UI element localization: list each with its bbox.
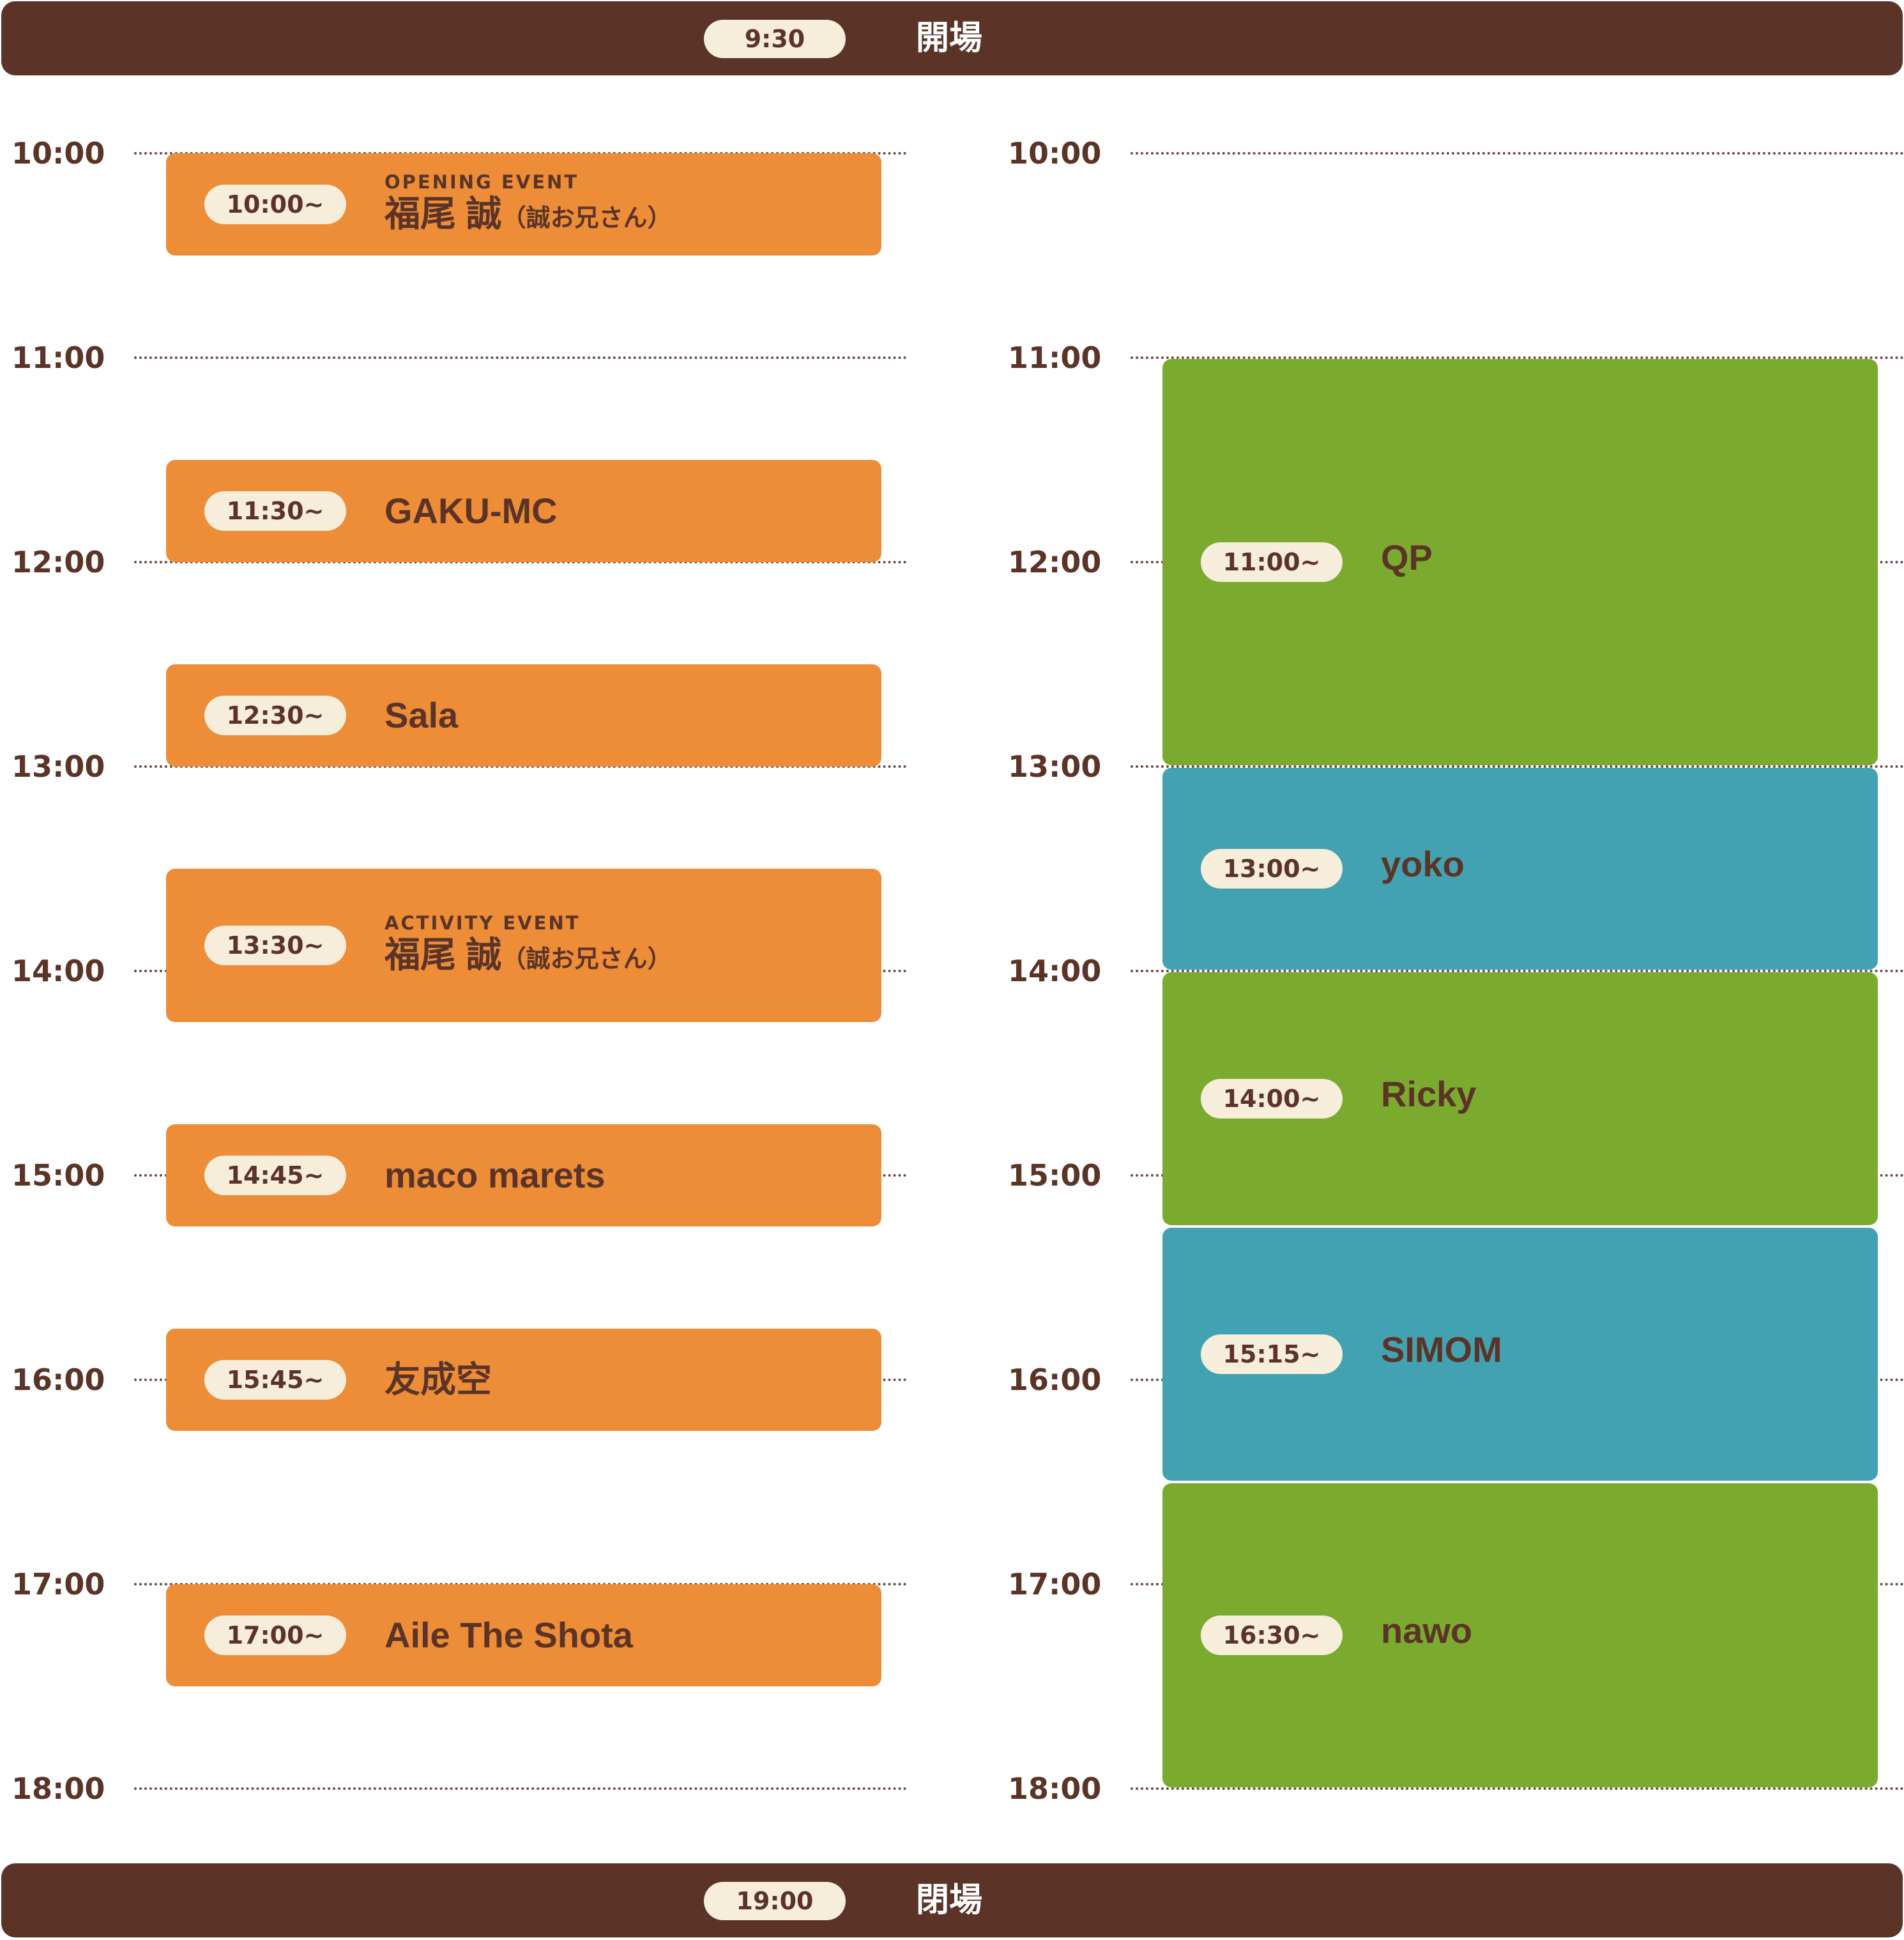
- hour-label: 16:00: [11, 1363, 105, 1397]
- hour-gridline: [1131, 356, 1904, 359]
- slot-text: QP: [1381, 537, 1433, 579]
- opening-bar: 9:30 開場: [1, 1, 1903, 75]
- slot-performer-name: Aile The Shota: [385, 1615, 633, 1655]
- closing-bar: 19:00 閉場: [1, 1863, 1903, 1937]
- slot-text: Sala: [385, 694, 458, 737]
- slot-time-pill: 16:30~: [1201, 1615, 1343, 1655]
- hour-label: 10:00: [1008, 136, 1102, 171]
- hour-label: 12:00: [11, 545, 105, 579]
- slot-performer-name: Sala: [385, 695, 459, 735]
- slot-performer-name: yoko: [1381, 844, 1465, 884]
- hour-gridline: [1131, 970, 1904, 972]
- hour-label: 14:00: [11, 954, 105, 988]
- hour-label: 17:00: [11, 1567, 105, 1601]
- hour-label: 18:00: [11, 1771, 105, 1806]
- stage-a-slot: 11:30~ GAKU-MC: [166, 460, 881, 562]
- slot-time-pill: 17:00~: [204, 1615, 346, 1655]
- hour-label: 15:00: [11, 1158, 105, 1193]
- slot-time-pill: 11:00~: [1201, 542, 1343, 582]
- stage-a-slot: 15:45~ 友成空: [166, 1329, 881, 1431]
- closing-time-pill: 19:00: [704, 1882, 846, 1920]
- hour-gridline: [1131, 152, 1904, 155]
- stage-b-slot: 15:15~ SIMOM: [1162, 1228, 1878, 1481]
- slot-performer-subtitle: （誠お兄さん）: [501, 946, 672, 973]
- slot-performer-name: Ricky: [1381, 1074, 1477, 1114]
- slot-text: Ricky: [1381, 1073, 1476, 1115]
- hour-gridline: [1131, 1787, 1904, 1790]
- hour-label: 11:00: [11, 340, 105, 375]
- hour-gridline: [134, 765, 907, 768]
- slot-performer-name: 福尾 誠（誠お兄さん）: [385, 935, 672, 975]
- opening-time-pill: 9:30: [704, 20, 846, 58]
- hour-label: 13:00: [1008, 749, 1102, 784]
- hour-gridline: [134, 1787, 907, 1790]
- slot-performer-name: 福尾 誠（誠お兄さん）: [385, 194, 672, 234]
- slot-text: yoko: [1381, 843, 1465, 885]
- slot-time-pill: 13:30~: [204, 926, 346, 965]
- slot-performer-name: GAKU-MC: [385, 491, 558, 531]
- slot-performer-name: nawo: [1381, 1610, 1473, 1651]
- hour-gridline: [134, 561, 907, 563]
- hour-label: 12:00: [1008, 545, 1102, 579]
- slot-performer-name: SIMOM: [1381, 1329, 1502, 1370]
- hour-label: 17:00: [1008, 1567, 1102, 1601]
- slot-time-pill: 15:15~: [1201, 1334, 1343, 1374]
- stage-b-slot: 13:00~ yoko: [1162, 768, 1878, 970]
- opening-label: 開場: [916, 19, 983, 57]
- hour-gridline: [1131, 765, 1904, 768]
- stage-a-slot: 12:30~ Sala: [166, 664, 881, 767]
- stage-b-slot: 11:00~ QP: [1162, 359, 1878, 765]
- slot-time-pill: 14:00~: [1201, 1079, 1343, 1119]
- slot-time-pill: 12:30~: [204, 696, 346, 735]
- slot-time-pill: 14:45~: [204, 1156, 346, 1195]
- slot-time-pill: 15:45~: [204, 1360, 346, 1400]
- slot-text: GAKU-MC: [385, 490, 558, 532]
- slot-text: 友成空: [385, 1359, 492, 1401]
- slot-time-pill: 11:30~: [204, 491, 346, 531]
- slot-text: SIMOM: [1381, 1329, 1502, 1371]
- stage-b-slot: 16:30~ nawo: [1162, 1483, 1878, 1787]
- hour-label: 16:00: [1008, 1363, 1102, 1397]
- slot-text: nawo: [1381, 1610, 1472, 1652]
- hour-label: 11:00: [1008, 340, 1102, 375]
- hour-label: 15:00: [1008, 1158, 1102, 1193]
- slot-event-label: OPENING EVENT: [385, 171, 579, 193]
- slot-performer-name: maco marets: [385, 1155, 605, 1195]
- hour-label: 10:00: [11, 136, 105, 171]
- slot-performer-name: 友成空: [385, 1359, 492, 1400]
- hour-label: 14:00: [1008, 954, 1102, 988]
- stage-a-slot: 14:45~ maco marets: [166, 1124, 881, 1226]
- slot-performer-subtitle: （誠お兄さん）: [501, 205, 672, 232]
- hour-label: 13:00: [11, 749, 105, 784]
- slot-time-pill: 13:00~: [1201, 849, 1343, 889]
- closing-label: 閉場: [916, 1881, 983, 1920]
- slot-time-pill: 10:00~: [204, 185, 346, 224]
- slot-event-label: ACTIVITY EVENT: [385, 912, 581, 934]
- hour-label: 18:00: [1008, 1771, 1102, 1806]
- hour-gridline: [134, 356, 907, 359]
- slot-text: maco marets: [385, 1154, 605, 1196]
- stage-b-slot: 14:00~ Ricky: [1162, 972, 1878, 1225]
- stage-a-slot: 17:00~ Aile The Shota: [166, 1584, 881, 1686]
- slot-text: Aile The Shota: [385, 1614, 633, 1656]
- slot-performer-name: QP: [1381, 537, 1433, 577]
